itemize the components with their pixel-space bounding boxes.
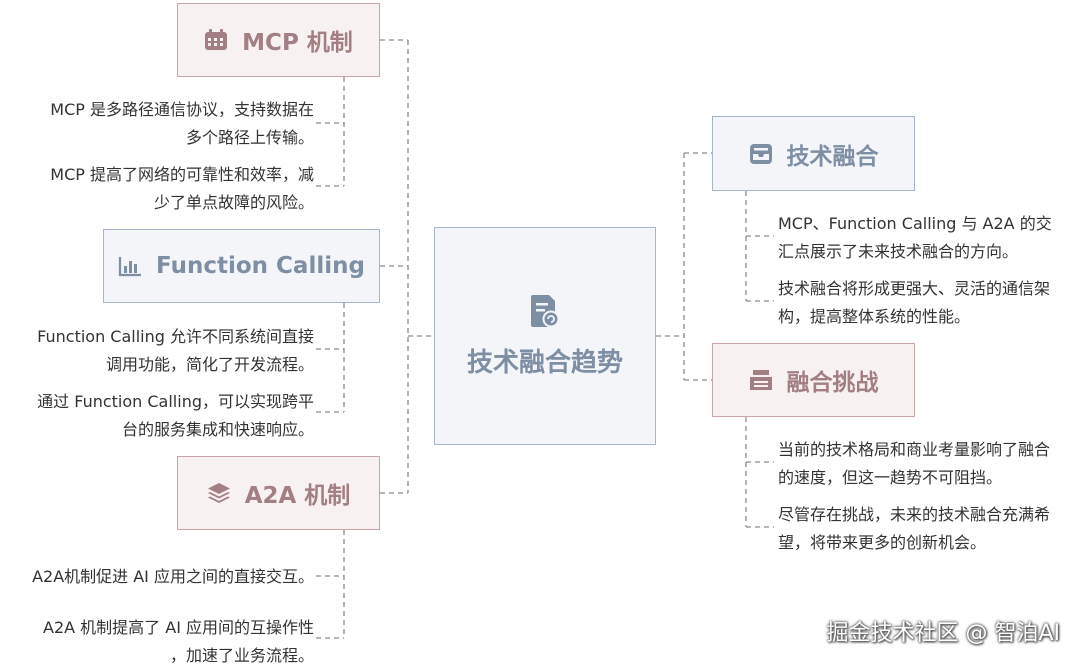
mcp-point-1: MCP 是多路径通信协议，支持数据在 多个路径上传输。 [50,100,314,147]
central-topic-title: 技术融合趋势 [466,347,623,378]
challenges-point-1: 当前的技术格局和商业考量影响了融合 的速度，但这一趋势不可阻挡。 [778,440,1051,487]
bar-chart-icon [118,255,142,277]
inbox-icon [749,143,773,165]
mcp-title: MCP 机制 [242,30,353,56]
document-icon [530,294,560,332]
central-topic-node[interactable]: 技术融合趋势 [434,227,656,445]
calendar-icon [204,29,228,51]
a2a-title: A2A 机制 [244,483,351,509]
tech-fusion-point-1: MCP、Function Calling 与 A2A 的交 汇点展示了未来技术融… [778,214,1052,261]
function-calling-point-2: 通过 Function Calling，可以实现跨平 台的服务集成和快速响应。 [37,392,314,439]
layers-icon [207,482,231,504]
challenges-title: 融合挑战 [786,370,879,396]
tech-fusion-node[interactable]: 技术融合 [712,116,915,191]
watermark: 掘金技术社区 @ 智泊AI [826,621,1060,646]
mcp-node[interactable]: MCP 机制 [177,3,380,77]
a2a-point-1: A2A机制促进 AI 应用之间的直接交互。 [32,567,314,586]
function-calling-title: Function Calling [156,253,365,279]
challenges-point-2: 尽管存在挑战，未来的技术融合充满希 望，将带来更多的创新机会。 [778,505,1051,552]
a2a-node[interactable]: A2A 机制 [177,456,380,530]
a2a-point-2: A2A 机制提高了 AI 应用间的互操作性 ，加速了业务流程。 [43,618,314,665]
function-calling-point-1: Function Calling 允许不同系统间直接 调用功能，简化了开发流程。 [37,327,314,374]
function-calling-node[interactable]: Function Calling [103,229,380,303]
tech-fusion-point-2: 技术融合将形成更强大、灵活的通信架 构，提高整体系统的性能。 [778,279,1051,326]
archive-icon [749,369,773,391]
mcp-point-2: MCP 提高了网络的可靠性和效率，减 少了单点故障的风险。 [50,165,314,212]
tech-fusion-title: 技术融合 [786,143,879,170]
challenges-node[interactable]: 融合挑战 [712,343,915,417]
